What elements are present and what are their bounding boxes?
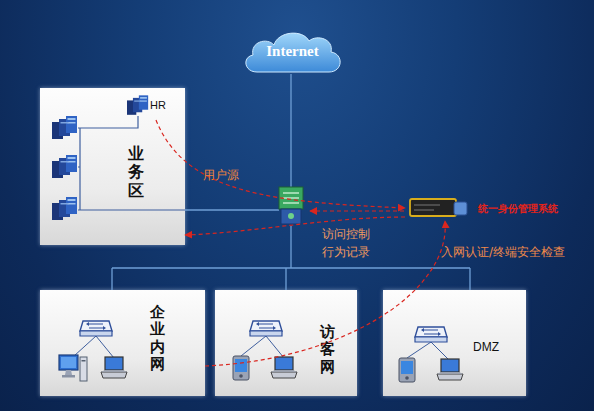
appliance-body bbox=[410, 199, 456, 216]
business-wires bbox=[78, 116, 185, 210]
node-label: 访客网 bbox=[320, 324, 336, 376]
lan-wire bbox=[78, 116, 185, 210]
bus-wire bbox=[112, 226, 470, 290]
node-label: Internet bbox=[240, 43, 345, 60]
handheld-icon bbox=[233, 356, 249, 380]
core-firewall bbox=[279, 187, 303, 224]
pc-icon bbox=[59, 355, 87, 381]
switch-icon bbox=[415, 327, 447, 342]
edge-label: 访问控制 行为记录 bbox=[322, 225, 374, 261]
server-icon bbox=[52, 197, 77, 220]
internet-cloud: Internet bbox=[240, 28, 345, 74]
uplink-wire bbox=[290, 74, 291, 188]
device-wire bbox=[74, 336, 114, 358]
node-label: 业务区 bbox=[128, 145, 145, 200]
node-label: DMZ bbox=[473, 340, 499, 354]
edge-label: 用户源 bbox=[203, 166, 263, 184]
edge-label: 入网认证/终端安全检查 bbox=[441, 243, 591, 261]
dashed-connector bbox=[205, 221, 445, 366]
dashed-connector bbox=[156, 120, 405, 208]
device-wire bbox=[407, 342, 449, 360]
dashed-connector bbox=[185, 217, 405, 235]
handheld-icon bbox=[399, 358, 415, 382]
laptop-icon bbox=[437, 359, 463, 380]
node-label: 统一身份管理系统 bbox=[478, 202, 558, 216]
switch-icon bbox=[250, 321, 282, 336]
laptop-icon bbox=[271, 357, 297, 378]
switch-body bbox=[281, 209, 301, 224]
intranet-devices bbox=[74, 336, 449, 360]
switch-icon bbox=[80, 321, 112, 336]
identity-appliance bbox=[410, 199, 467, 216]
zone-panel: 企业内网 bbox=[40, 290, 205, 396]
node-label: 企业内网 bbox=[150, 304, 166, 373]
appliance-slots bbox=[414, 205, 440, 210]
device-wire bbox=[241, 336, 284, 358]
server-icon bbox=[52, 155, 77, 178]
firewall-mark bbox=[283, 193, 299, 203]
control-leader bbox=[310, 210, 404, 211]
node-label: HR bbox=[150, 99, 166, 111]
switch-light bbox=[288, 213, 294, 219]
network-wires bbox=[112, 74, 470, 290]
laptop-icon bbox=[101, 357, 127, 378]
server-icon bbox=[52, 116, 77, 139]
appliance-badge bbox=[454, 202, 467, 215]
business-wire bbox=[185, 209, 279, 210]
server-icon bbox=[127, 95, 148, 114]
